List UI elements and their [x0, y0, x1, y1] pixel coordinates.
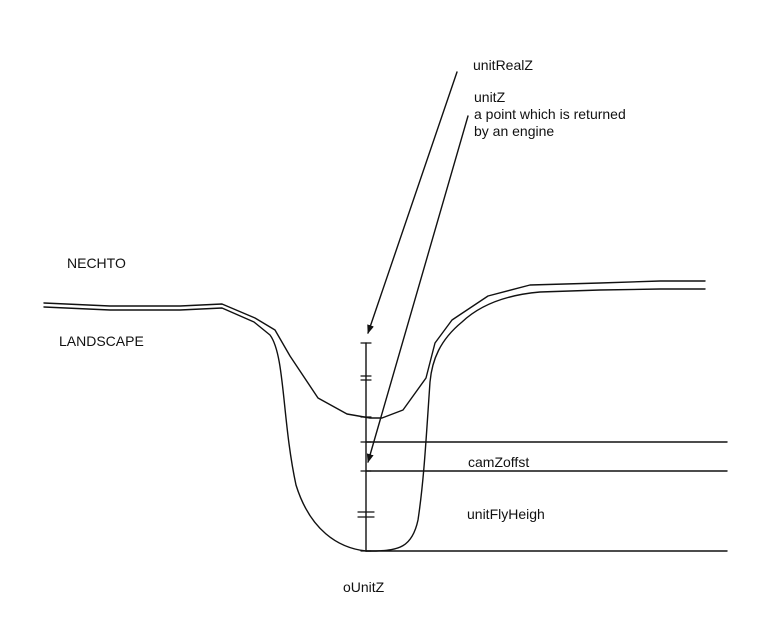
cam-z-offset-label: camZoffst: [468, 454, 529, 470]
unit-z-arrow: [366, 115, 469, 463]
unit-z-note-line-1: a point which is returned: [474, 106, 626, 122]
unit-fly-height-label: unitFlyHeigh: [467, 506, 545, 522]
unit-z-label: unitZ: [474, 89, 506, 105]
nechto-label: NECHTO: [67, 255, 126, 271]
unit-real-z-arrow: [367, 71, 458, 334]
landscape-label: LANDSCAPE: [59, 333, 144, 349]
axis-break-marks: [357, 375, 375, 518]
nechto-surface-line: [43, 280, 706, 419]
unit-z-note-line-2: by an engine: [474, 123, 554, 139]
o-unit-z-label: oUnitZ: [343, 579, 385, 595]
unit-real-z-label: unitRealZ: [473, 57, 533, 73]
landscape-surface-line: [43, 288, 706, 552]
